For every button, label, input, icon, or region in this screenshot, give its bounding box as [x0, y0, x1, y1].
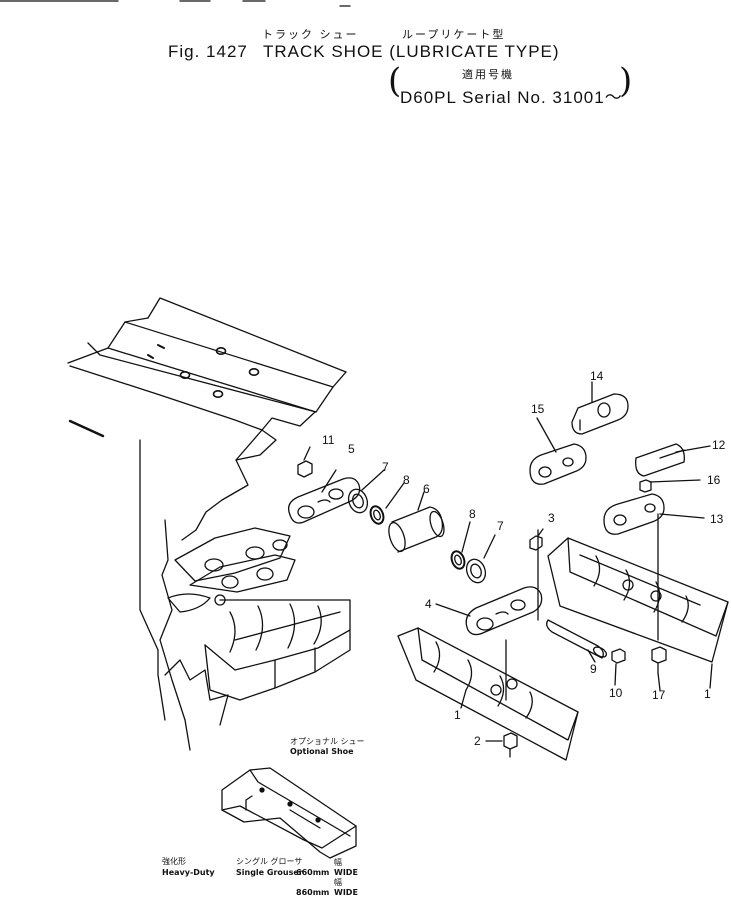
wide-label-2: WIDE — [334, 888, 358, 897]
part-1-shoe-left — [397, 627, 579, 761]
single-grouser-label: Single Grouser — [236, 868, 303, 877]
callout-15: 15 — [531, 402, 545, 416]
callout-2: 2 — [474, 734, 481, 748]
heavy-duty-label: Heavy-Duty — [162, 868, 215, 877]
part-3-nut — [529, 535, 543, 551]
callout-7-lower: 7 — [497, 519, 504, 533]
optional-shoe-label: Optional Shoe — [290, 747, 354, 756]
optional-shoe-jp-label: オプショナル シュー — [290, 737, 365, 746]
part-8-seal-upper — [369, 505, 385, 525]
jp-title-right: ループリケート型 — [402, 28, 506, 41]
part-6-bushing — [388, 506, 445, 553]
optional-shoe-drawing — [221, 767, 357, 859]
jp-title-left: トラック シュー — [262, 28, 359, 41]
callout-4: 4 — [425, 597, 432, 611]
part-7-seal-upper — [347, 488, 369, 514]
left-paren: ( — [388, 61, 402, 101]
figure-number: Fig. 1427 — [168, 42, 248, 61]
width-860: 860mm — [296, 888, 330, 897]
part-10-pin — [611, 648, 626, 664]
width-660: 660mm — [296, 868, 330, 877]
wide-jp-1: 幅 — [334, 858, 342, 867]
assembled-track-assembly — [67, 297, 351, 751]
callout-13: 13 — [710, 512, 724, 526]
jp-applicable-label: 適用号機 — [462, 68, 514, 81]
part-2-bolt — [503, 732, 518, 758]
part-11-pin — [297, 460, 313, 478]
callout-16: 16 — [707, 473, 721, 487]
callout-8-upper: 8 — [403, 473, 410, 487]
part-1-shoe-right — [547, 537, 729, 663]
wide-jp-2: 幅 — [334, 878, 342, 887]
part-5-link — [287, 477, 361, 524]
part-17-bolt — [651, 646, 667, 674]
callout-10: 10 — [609, 686, 623, 700]
callout-14: 14 — [590, 369, 604, 383]
serial-range: D60PL Serial No. 31001～ — [400, 88, 623, 107]
callout-3: 3 — [548, 511, 555, 525]
part-16-bolt — [639, 479, 652, 493]
callout-12: 12 — [712, 438, 726, 452]
callout-11: 11 — [322, 433, 335, 447]
callout-7-upper: 7 — [382, 460, 389, 474]
part-14-master-link — [571, 393, 629, 435]
part-4-link — [465, 586, 543, 636]
part-8-seal-lower — [450, 550, 466, 570]
part-7-seal-lower — [465, 558, 487, 584]
right-paren: ) — [619, 61, 633, 101]
part-13-master-link — [603, 493, 665, 535]
callout-1-right: 1 — [704, 687, 711, 701]
callout-9: 9 — [590, 662, 597, 676]
callout-1-left: 1 — [454, 708, 461, 722]
part-12-plate — [635, 443, 685, 477]
part-15-master-link — [529, 443, 587, 485]
part-9-pin — [546, 619, 608, 659]
heavy-duty-jp: 強化形 — [162, 857, 186, 866]
single-grouser-jp: シングル グローサ — [236, 857, 303, 866]
callout-6: 6 — [423, 482, 430, 496]
callout-17: 17 — [652, 688, 666, 702]
callout-8-lower: 8 — [469, 507, 476, 521]
wide-label-1: WIDE — [334, 868, 358, 877]
figure-title: TRACK SHOE (LUBRICATE TYPE) — [263, 42, 560, 61]
callout-5: 5 — [348, 442, 355, 456]
